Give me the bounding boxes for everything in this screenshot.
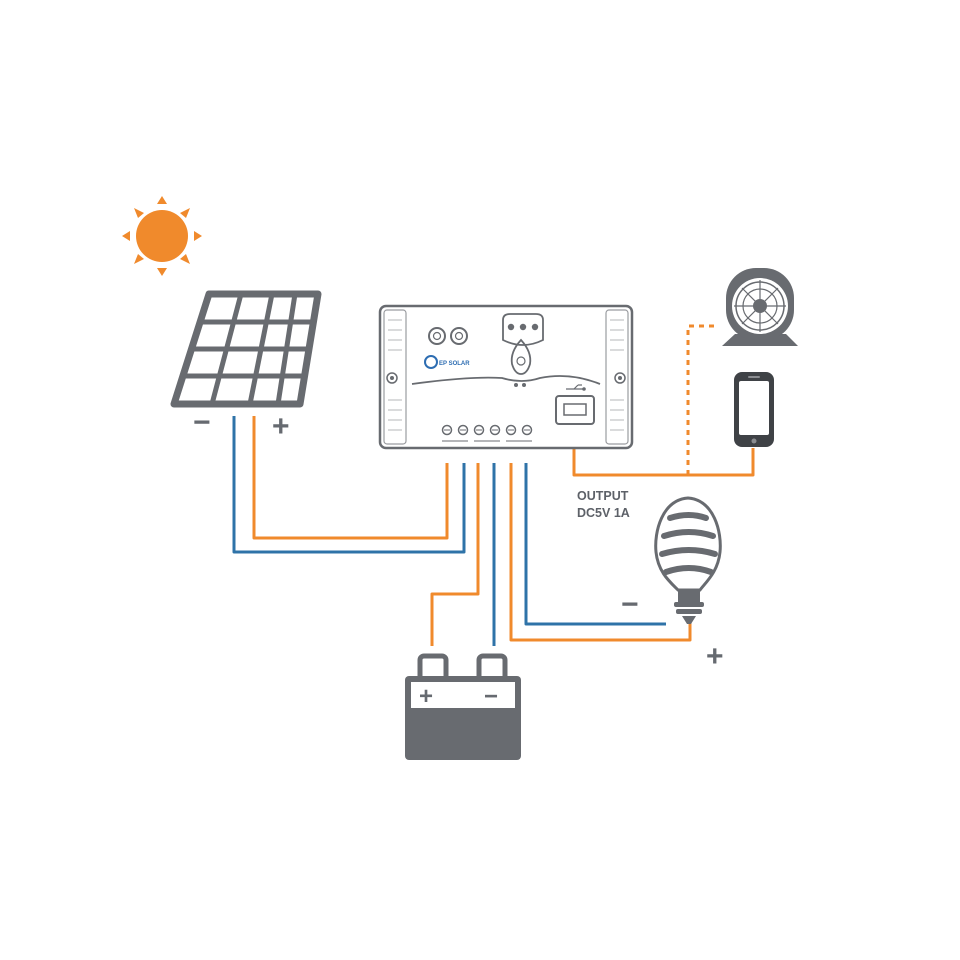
wire-battery-positive: [430, 463, 480, 646]
output-spec: DC5V 1A: [577, 506, 630, 520]
light-bulb-icon: [654, 496, 722, 624]
battery-icon: [405, 653, 521, 760]
solar-panel-icon: [170, 290, 322, 408]
load-minus-label: −: [621, 588, 639, 621]
panel-minus-label: −: [193, 406, 211, 439]
wire-panel-positive: [252, 416, 449, 540]
usb-port: [555, 395, 595, 425]
wire-usb-output: [572, 428, 755, 477]
fan-icon: [722, 268, 798, 346]
svg-text:EP SOLAR: EP SOLAR: [439, 361, 470, 367]
usb-icon: [566, 384, 586, 391]
smartphone-icon: [734, 372, 774, 447]
battery-minus-label: −: [484, 683, 498, 710]
load-plus-label: +: [706, 640, 724, 673]
wire-panel-negative: [232, 416, 466, 554]
wire-load-positive: [509, 463, 692, 642]
charge-controller-icon: EP SOLAR: [378, 304, 634, 450]
panel-plus-label: +: [272, 410, 290, 443]
wire-load-negative: [524, 463, 666, 626]
battery-plus-label: +: [419, 683, 433, 710]
sun-icon: [122, 196, 202, 276]
output-label: OUTPUT: [577, 489, 629, 503]
brand-logo: EP SOLAR: [424, 355, 470, 369]
wire-usb-fan-dashed: [686, 324, 716, 475]
